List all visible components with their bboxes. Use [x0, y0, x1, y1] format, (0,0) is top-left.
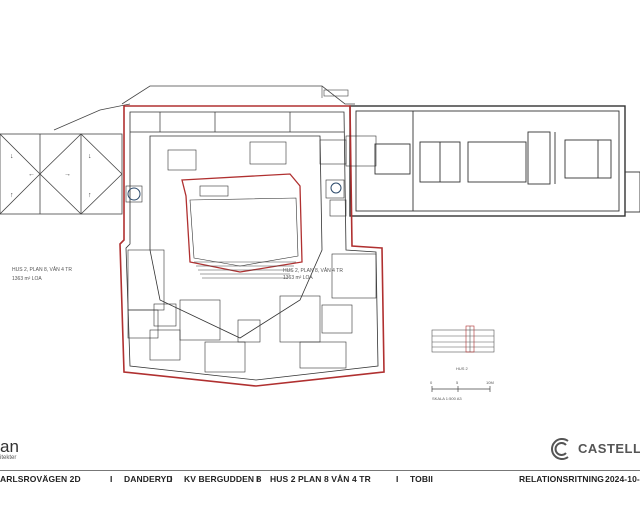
separator: I [396, 474, 399, 484]
municipality: DANDERYD [124, 474, 173, 484]
entry-tag [321, 86, 349, 98]
separator: I [170, 474, 173, 484]
svg-text:←: ← [28, 171, 35, 178]
main-building [119, 105, 385, 387]
property: KV BERGUDDEN 8 [184, 474, 262, 484]
main-plan-label: HUS 2, PLAN 8, VÅN 4 TR [283, 267, 343, 274]
left-plan-area: 1363 m² LOA [12, 276, 42, 282]
separator: I [110, 474, 113, 484]
roof-slope-arrows: ↓ ↓ ← → ↑ ↑ [10, 153, 92, 199]
architect-brand-sub: itekter [0, 455, 17, 461]
roof-outline-top [121, 85, 355, 105]
key-plan [431, 325, 495, 353]
level: HUS 2 PLAN 8 VÅN 4 TR [270, 474, 371, 484]
scale-bar [431, 386, 491, 392]
svg-text:↑: ↑ [10, 192, 14, 199]
left-plan-label: HUS 2, PLAN 8, VÅN 4 TR [12, 266, 72, 273]
scale-note: SKALA 1:500 A3 [432, 396, 462, 401]
scale-tick-5: 5 [456, 380, 459, 385]
architect-brand: an [0, 437, 19, 456]
svg-text:↓: ↓ [10, 153, 14, 160]
address: ARLSROVÄGEN 2D [0, 474, 81, 484]
left-roof-structure [0, 103, 131, 215]
scale-tick-0: 0 [430, 380, 433, 385]
castellum-logo-icon [551, 438, 569, 460]
drawing-date: 2024-10- [605, 474, 640, 484]
title-block-rule [0, 470, 640, 471]
client-brand: CASTELLU [578, 441, 640, 456]
separator: I [256, 474, 259, 484]
right-wing [349, 105, 640, 217]
key-plan-label: HUS 2 [456, 366, 469, 371]
svg-text:→: → [64, 171, 71, 178]
svg-text:↑: ↑ [88, 192, 92, 199]
main-plan-area: 1363 m² LOA [283, 275, 313, 281]
drawing-type: RELATIONSRITNING [519, 474, 605, 484]
tenant: TOBII [410, 474, 434, 484]
svg-text:↓: ↓ [88, 153, 92, 160]
scale-tick-10: 10M [486, 380, 494, 385]
